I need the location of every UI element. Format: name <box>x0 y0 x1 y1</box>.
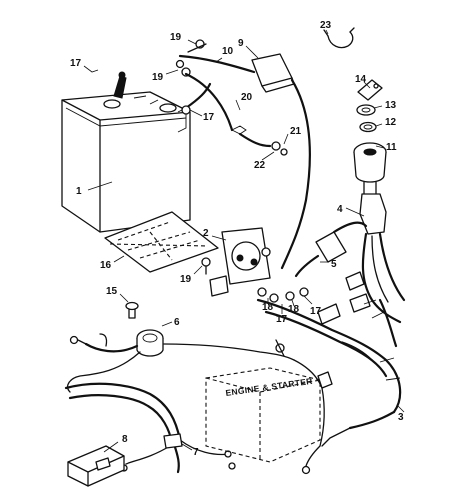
callout-4: 4 <box>337 204 343 215</box>
callout-17-b: 17 <box>203 112 215 123</box>
module-bracket <box>67 445 125 487</box>
callout-22: 22 <box>254 160 266 171</box>
callout-19-a: 19 <box>170 32 182 43</box>
lower-harness <box>64 333 295 474</box>
callout-17-d: 17 <box>310 306 322 317</box>
callout-7: 7 <box>193 447 199 458</box>
callout-15: 15 <box>106 286 118 297</box>
callout-11: 11 <box>386 142 397 153</box>
wire-clip <box>323 27 355 49</box>
callout-14: 14 <box>355 74 367 85</box>
wiring-harness <box>256 193 406 447</box>
battery-pad <box>104 211 219 273</box>
switch-nut <box>356 104 376 116</box>
callout-6: 6 <box>174 317 180 328</box>
ignition-key <box>357 79 383 101</box>
callouts: 1 2 3 4 5 6 7 8 9 10 11 12 13 14 15 16 1 <box>70 20 405 458</box>
callout-21: 21 <box>290 126 302 137</box>
battery <box>61 71 191 233</box>
relay <box>136 329 164 357</box>
callout-3: 3 <box>398 412 404 423</box>
callout-1: 1 <box>76 186 82 197</box>
engine-starter-label: ENGINE & STARTER <box>225 376 313 398</box>
engine-starter-block: ENGINE & STARTER <box>205 367 321 463</box>
ground-cable <box>181 72 288 156</box>
callout-19-c: 19 <box>180 274 192 285</box>
callout-18-b: 18 <box>288 304 300 315</box>
mounting-screw <box>125 301 139 319</box>
callout-8: 8 <box>122 434 128 445</box>
terminal-boot <box>251 53 295 93</box>
terminal-hardware <box>201 257 309 357</box>
callout-12: 12 <box>385 117 397 128</box>
starter-solenoid <box>209 227 271 297</box>
callout-19-b: 19 <box>152 72 164 83</box>
callout-20: 20 <box>241 92 253 103</box>
callout-10: 10 <box>222 46 234 57</box>
engine-lead <box>293 359 333 475</box>
callout-23: 23 <box>320 20 332 31</box>
callout-5: 5 <box>331 259 337 270</box>
callout-13: 13 <box>385 100 397 111</box>
callout-17-c: 17 <box>276 314 288 325</box>
callout-18-a: 18 <box>262 302 274 313</box>
ignition-switch <box>353 142 387 197</box>
switch-washer <box>359 121 377 133</box>
callout-17-a: 17 <box>70 58 82 69</box>
callout-9: 9 <box>238 38 244 49</box>
callout-2: 2 <box>203 228 209 239</box>
callout-16: 16 <box>100 260 112 271</box>
